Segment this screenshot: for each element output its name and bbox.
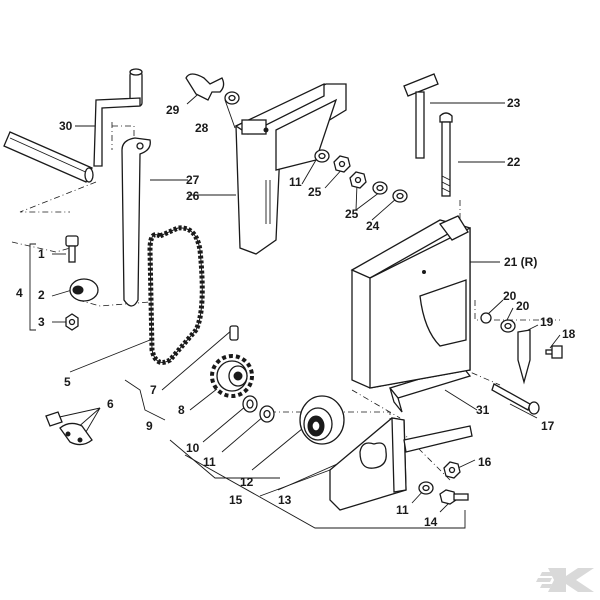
label-27: 27 [186, 173, 200, 187]
gearbox-housing-21 [350, 215, 471, 389]
support-bracket-26 [234, 82, 347, 255]
label-5: 5 [64, 375, 71, 389]
label-3: 3 [38, 315, 45, 329]
mounting-plate-13 [329, 417, 473, 511]
label-19: 19 [540, 315, 554, 329]
label-28: 28 [195, 121, 209, 135]
label-10: 10 [186, 441, 200, 455]
washer-11-lower [259, 405, 275, 423]
label-2: 2 [38, 288, 45, 302]
wing-nut-29 [185, 73, 225, 101]
label-13: 13 [278, 493, 292, 507]
washer-25-c [372, 181, 388, 195]
chain-link-6 [45, 411, 93, 446]
screw-18 [545, 345, 563, 359]
label-6: 6 [107, 397, 114, 411]
hex-nut-25-b [349, 171, 367, 189]
hex-nut-25-a [333, 155, 351, 173]
label-7: 7 [150, 383, 157, 397]
label-11-lower: 11 [203, 455, 216, 469]
clamp-collar-2 [69, 278, 99, 302]
label-23: 23 [507, 96, 521, 110]
washer-24 [392, 189, 408, 203]
sprocket-8 [210, 354, 254, 398]
label-21: 21 (R) [504, 255, 537, 269]
label-17: 17 [541, 419, 555, 433]
blade-19 [517, 329, 531, 385]
label-30: 30 [59, 119, 73, 133]
label-20-a: 20 [503, 289, 517, 303]
label-29: 29 [166, 103, 180, 117]
washer-28 [224, 91, 240, 105]
label-4: 4 [16, 286, 23, 300]
label-18: 18 [562, 327, 576, 341]
label-11-right: 11 [396, 503, 409, 517]
label-20-b: 20 [516, 299, 530, 313]
crank-handle-30 [93, 68, 143, 167]
connecting-rod-27 [121, 137, 151, 307]
t-handle-23 [403, 73, 439, 159]
label-14: 14 [424, 515, 438, 529]
hex-nut-16 [443, 461, 461, 479]
drive-shaft [3, 131, 94, 183]
cap-screw-1 [65, 235, 79, 263]
washer-11-upper [314, 149, 330, 163]
drive-chain-5 [147, 225, 205, 365]
k-logo-icon [536, 568, 594, 592]
set-pin-7 [229, 325, 239, 341]
flange-bearing-12 [299, 395, 345, 445]
hex-nut-3 [65, 313, 79, 331]
hex-bolt-22 [439, 112, 453, 197]
label-12: 12 [240, 475, 254, 489]
carriage-bolt-17 [491, 383, 540, 415]
washer-20-a [480, 312, 492, 324]
hex-bolt-14 [439, 489, 469, 505]
assembly-center-lines [11, 122, 560, 481]
label-25-a: 25 [308, 185, 322, 199]
label-15: 15 [229, 493, 243, 507]
washer-11-right [418, 481, 434, 495]
label-1: 1 [38, 247, 45, 261]
label-16: 16 [478, 455, 492, 469]
label-11-upper: 11 [289, 175, 302, 189]
bushing-10 [242, 395, 258, 413]
label-24: 24 [366, 219, 380, 233]
label-26: 26 [186, 189, 200, 203]
label-22: 22 [507, 155, 521, 169]
label-25-b: 25 [345, 207, 359, 221]
washer-20-b [500, 319, 516, 333]
part-number-labels: 1 2 3 4 5 6 7 8 9 10 11 12 13 15 11 14 1… [16, 96, 576, 529]
label-31: 31 [476, 403, 490, 417]
label-8: 8 [178, 403, 185, 417]
label-9: 9 [146, 419, 153, 433]
